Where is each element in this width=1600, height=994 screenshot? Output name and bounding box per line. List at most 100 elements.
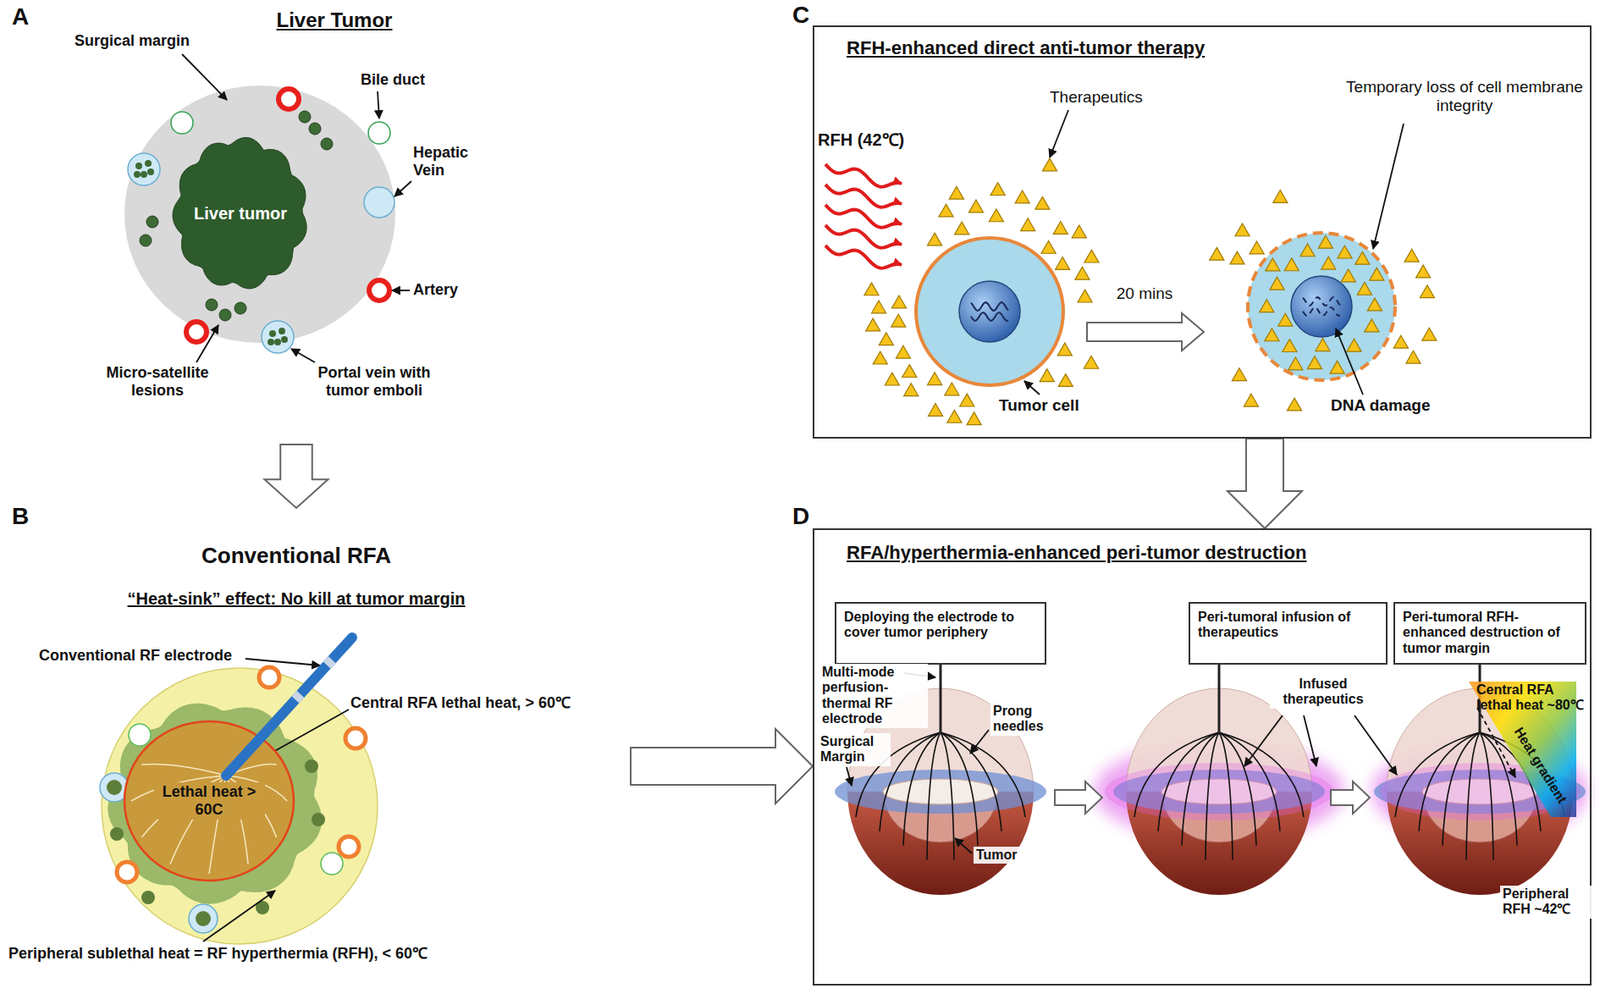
part-label: Prong needles — [990, 702, 1059, 736]
electrode-illustration — [834, 662, 1589, 895]
leader-line — [970, 729, 989, 754]
tumor-embolus — [195, 910, 211, 927]
artery-ring — [259, 667, 280, 688]
micro-satellite-dot — [234, 302, 247, 315]
bile-duct-ring — [320, 852, 343, 875]
dna-strand — [971, 312, 1009, 321]
step-box: Peri-tumoral RFH-enhanced destruction of… — [1393, 601, 1587, 665]
therapeutic-triangle — [1020, 218, 1036, 232]
therapeutic-triangle — [1278, 313, 1293, 326]
leader-line — [391, 289, 410, 292]
therapeutic-triangle — [1315, 338, 1330, 352]
therapeutic-triangle — [1318, 235, 1333, 249]
panel-box: Deploying the electrode to cover tumor p… — [812, 528, 1592, 986]
therapeutic-triangle — [1357, 281, 1372, 295]
artery-ring — [186, 321, 207, 343]
therapeutic-triangle — [960, 393, 975, 407]
micro-satellite-dot — [308, 122, 321, 135]
tumor-embolus — [281, 336, 288, 343]
panel-subtitle: “Heat-sink” effect: No kill at tumor mar… — [33, 589, 559, 609]
surgical-margin-zone — [124, 85, 396, 343]
nucleus — [959, 281, 1021, 343]
leader-line — [1303, 715, 1317, 767]
leader-line — [196, 325, 219, 363]
therapeutic-triangle — [1346, 338, 1362, 352]
panel-letter: C — [792, 1, 810, 29]
micro-satellite-dot — [146, 215, 159, 228]
tumor-embolus — [278, 327, 286, 335]
part-label: Portal vein with tumor emboli — [297, 364, 451, 399]
therapeutic-triangle — [1340, 269, 1356, 282]
electrode-shaft — [939, 662, 943, 734]
leader-line — [1354, 715, 1397, 775]
therapeutic-triangle — [927, 403, 943, 417]
lethal-heat-circle — [124, 721, 294, 881]
therapeutic-triangle — [878, 332, 894, 346]
prong-needle — [940, 732, 1002, 832]
therapeutic-triangle — [1235, 223, 1250, 237]
leader-line — [954, 838, 972, 854]
micro-satellite-dot — [311, 812, 326, 827]
rf-wave — [825, 184, 902, 208]
micro-satellite-dot — [139, 234, 152, 247]
therapeutic-triangle — [966, 412, 982, 425]
micro-satellite-dot — [298, 110, 311, 123]
prong-needle — [1205, 732, 1220, 860]
prong-needle — [940, 732, 955, 860]
part-label: Tumor — [973, 846, 1021, 864]
surgical-margin-disc — [834, 769, 1047, 814]
tumor-embolus — [133, 171, 141, 178]
part-label: RFH (42℃) — [817, 130, 905, 150]
therapeutic-triangle — [1269, 276, 1285, 290]
therapeutic-triangle — [1264, 328, 1280, 342]
therapeutic-triangle — [1209, 247, 1225, 260]
therapeutic-triangle — [954, 221, 970, 235]
infused-therapeutics-cloud — [1104, 762, 1334, 821]
part-label: DNA damage — [1330, 396, 1431, 415]
therapeutic-triangle — [891, 295, 906, 309]
therapeutic-triangle — [1083, 355, 1098, 369]
block-arrow — [630, 728, 813, 804]
prong-needle — [1219, 732, 1257, 846]
liver-illustration — [124, 54, 412, 363]
panel-letter: B — [11, 502, 29, 530]
block-arrow — [1054, 781, 1103, 814]
step-time: 20 mins — [1100, 284, 1189, 304]
dna-strand — [1302, 297, 1341, 306]
block-arrow — [1086, 313, 1204, 351]
therapeutic-triangle — [1355, 251, 1370, 265]
cell-illustration — [825, 110, 1404, 395]
step-text: Deploying the electrode to cover tumor p… — [844, 609, 1038, 641]
part-label: Bile duct — [360, 71, 425, 89]
therapeutic-triangle — [1055, 257, 1071, 271]
therapeutic-triangle — [1284, 258, 1299, 271]
tumor-cell — [915, 237, 1064, 386]
electrode-shaft — [1218, 662, 1221, 734]
panel-letter: D — [792, 502, 810, 530]
leader-line — [377, 91, 380, 119]
bile-duct-ring — [128, 723, 151, 746]
therapeutic-triangle — [968, 199, 983, 213]
therapeutic-triangle — [1015, 190, 1030, 204]
lethal-heat-zone: Lethal heat > 60C — [122, 719, 296, 883]
therapeutic-triangle — [948, 186, 964, 199]
artery-ring — [369, 280, 390, 301]
tumor-embolus — [135, 162, 143, 170]
prong-needle — [926, 732, 941, 860]
panel-letter: A — [11, 3, 29, 31]
leader-line — [1244, 715, 1283, 767]
therapeutic-triangle — [990, 182, 1005, 196]
therapeutic-triangle — [988, 209, 1004, 222]
therapeutic-triangle — [1300, 243, 1315, 257]
panel-b-group: Lethal heat > 60CConventional RFA“Heat-s… — [0, 507, 631, 994]
micro-satellite-dot — [219, 308, 232, 321]
hepatic-vein — [364, 187, 395, 218]
prong-needle — [1158, 732, 1220, 832]
therapeutic-triangle — [1273, 190, 1288, 204]
leader-line — [394, 181, 412, 197]
therapeutic-triangle — [1077, 289, 1093, 303]
therapeutic-triangle — [1406, 350, 1421, 364]
step-box: Peri-tumoral infusion of therapeutics — [1188, 601, 1388, 665]
therapeutic-triangle — [1367, 297, 1382, 311]
therapeutic-triangle — [1369, 267, 1385, 281]
